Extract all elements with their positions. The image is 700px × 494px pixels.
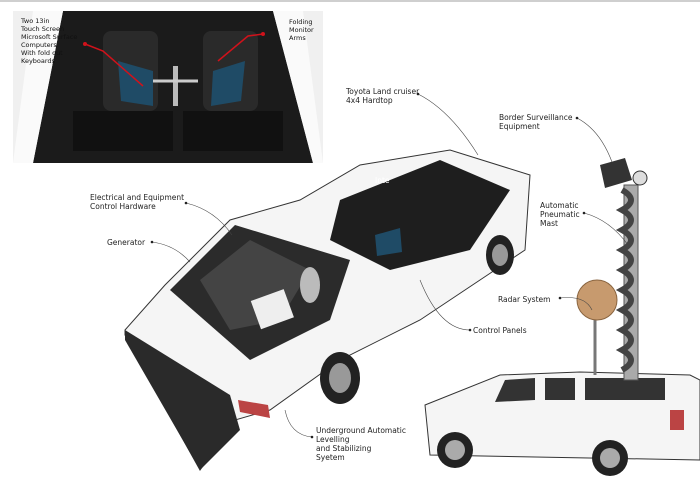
label-levelling: Underground Automatic Levelling and Stab… <box>316 426 406 462</box>
label-surface-computers: Two 13in Touch Screen Microsoft Surface … <box>21 17 78 65</box>
leader-lines <box>151 93 629 438</box>
label-mast: Automatic Pneumatic Mast <box>540 201 580 228</box>
top-border <box>0 0 700 2</box>
radar-illustration <box>576 279 618 375</box>
pointer-line-arms <box>217 33 264 62</box>
label-interior-partial: Inte <box>375 176 390 185</box>
label-vehicle: Toyota Land cruiser 4x4 Hardtop <box>346 87 420 105</box>
label-control-panels: Control Panels <box>473 326 527 335</box>
label-surveillance: Border Surveillance Equipment <box>499 113 573 131</box>
label-radar: Radar System <box>498 295 551 304</box>
interior-inset-photo: Two 13in Touch Screen Microsoft Surface … <box>13 11 323 163</box>
label-monitor-arms: Folding Monitor Arms <box>289 18 314 42</box>
interior-illustration <box>13 11 323 163</box>
label-generator: Generator <box>107 238 146 247</box>
pointer-line-computers <box>84 43 144 87</box>
label-electrical: Electrical and Equipment Control Hardwar… <box>90 193 185 211</box>
main-vehicle-illustration <box>124 149 531 471</box>
pneumatic-mast-illustration <box>600 158 648 381</box>
side-vehicle-illustration <box>424 371 700 476</box>
